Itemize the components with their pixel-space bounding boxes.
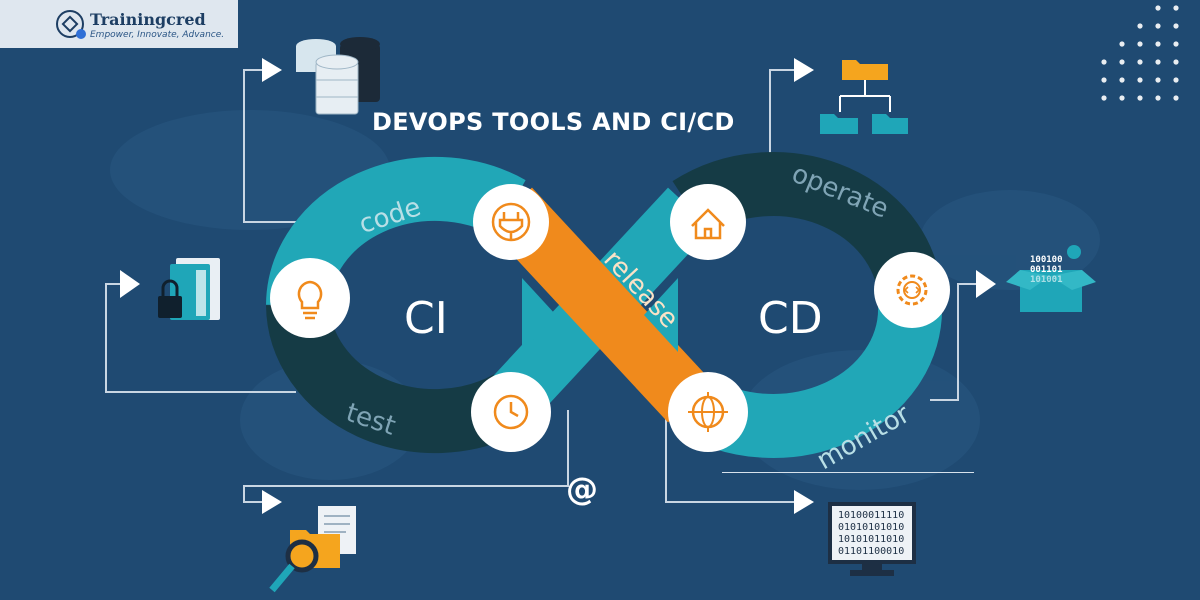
decoration-dot — [1137, 41, 1143, 47]
decoration-dot — [1101, 77, 1107, 83]
node-globe — [668, 372, 748, 452]
stage-nodes — [270, 184, 950, 452]
node-gear — [874, 252, 950, 328]
at-symbol: @ — [566, 470, 598, 508]
page-title: DEVOPS TOOLS AND CI/CD — [372, 108, 735, 136]
dot-pattern-decoration — [1101, 5, 1179, 101]
box-binary-row-1: 100100 — [1030, 255, 1063, 265]
connector-code-database — [243, 69, 296, 223]
decoration-dot — [1173, 59, 1179, 65]
arrow-database — [262, 58, 282, 82]
decoration-dot — [1119, 95, 1125, 101]
label-ci: CI — [404, 293, 448, 344]
decoration-dot — [1155, 95, 1161, 101]
arrow-monitor — [794, 490, 814, 514]
decoration-dot — [1155, 23, 1161, 29]
decoration-dot — [1173, 23, 1179, 29]
brand-name: Trainingcred — [90, 10, 206, 29]
plug-icon — [498, 212, 524, 240]
check-badge-icon — [76, 29, 86, 39]
bowtie-right — [644, 278, 678, 352]
decoration-dot — [1101, 95, 1107, 101]
label-cd: CD — [758, 293, 823, 344]
binary-monitor-icon: 10100011110 01010101010 10101011010 0110… — [828, 502, 916, 576]
decoration-dot — [1137, 77, 1143, 83]
decoration-dot — [1119, 59, 1125, 65]
decoration-dot — [1155, 77, 1161, 83]
binary-box-icon: 100100 001101 101001 — [1006, 245, 1096, 312]
box-binary-row-2: 001101 — [1030, 265, 1063, 275]
lightbulb-icon — [297, 280, 323, 320]
connector-monitor-box — [930, 283, 988, 401]
arrowheads — [120, 58, 996, 514]
arrow-hierarchy — [794, 58, 814, 82]
arrow-box — [976, 270, 996, 298]
globe-network-icon — [688, 392, 728, 432]
decoration-dot — [1173, 5, 1179, 11]
connector-release-monitor — [665, 410, 806, 503]
decoration-dot — [1173, 41, 1179, 47]
code-gear-icon — [903, 286, 921, 294]
node-lightbulb — [270, 258, 350, 338]
home-icon — [691, 208, 725, 240]
decoration-dot — [1155, 59, 1161, 65]
decoration-dot — [1119, 41, 1125, 47]
arrow-search — [262, 490, 282, 514]
box-binary-row-3: 101001 — [1030, 275, 1063, 285]
monitor-binary-row-2: 01010101010 — [838, 522, 904, 533]
database-icon — [296, 37, 380, 115]
decoration-dot — [1137, 23, 1143, 29]
connector-test-search — [243, 410, 569, 503]
decoration-dot — [1101, 59, 1107, 65]
node-home — [670, 184, 746, 260]
clock-icon — [509, 402, 519, 418]
folder-hierarchy-icon — [820, 60, 908, 134]
decoration-dot — [1155, 41, 1161, 47]
decoration-dot — [1137, 59, 1143, 65]
node-plug — [473, 184, 549, 260]
divider-line — [722, 472, 974, 473]
search-document-icon — [269, 506, 356, 593]
monitor-binary-row-3: 10101011010 — [838, 534, 904, 545]
monitor-binary-row-4: 01101100010 — [838, 546, 904, 557]
arrow-secure-files — [120, 270, 140, 298]
brand-logo: Trainingcred Empower, Innovate, Advance. — [0, 0, 238, 48]
decoration-dot — [1173, 77, 1179, 83]
decoration-dot — [1119, 77, 1125, 83]
decoration-dot — [1155, 5, 1161, 11]
cube-logo-icon — [56, 10, 84, 38]
gear-badge-icon — [1067, 245, 1081, 259]
secure-files-icon — [158, 258, 220, 320]
monitor-binary-row-1: 10100011110 — [838, 510, 904, 521]
bowtie-left — [522, 278, 556, 352]
decoration-dot — [1173, 95, 1179, 101]
center-bowtie — [522, 278, 678, 352]
decoration-dot — [1137, 95, 1143, 101]
node-clock — [471, 372, 551, 452]
brand-tagline: Empower, Innovate, Advance. — [90, 30, 225, 40]
connector-lines — [105, 69, 988, 503]
